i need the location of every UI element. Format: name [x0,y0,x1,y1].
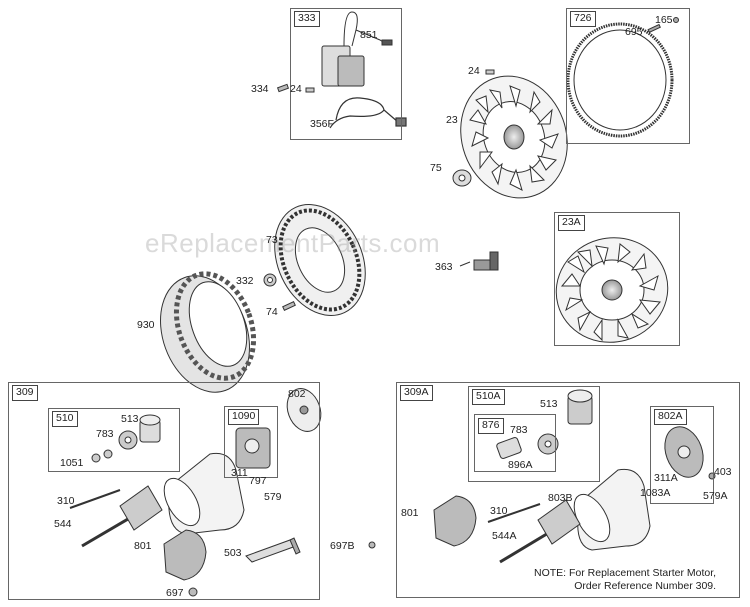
gear-783-right [537,433,559,455]
box-label-510: 510 [52,411,78,427]
part-332: 332 [236,275,254,287]
part-930: 930 [137,319,155,331]
ring-gear-726 [566,22,674,138]
pin-24a [305,87,315,93]
screw-695 [647,17,679,34]
frame-333 [290,8,402,140]
frame-309A [396,382,740,598]
part-403: 403 [714,466,732,478]
part-310: 310 [490,505,508,517]
part-803B: 803B [548,492,573,504]
housing-right [573,468,651,551]
part-801: 801 [134,540,152,552]
part-334: 334 [251,83,269,95]
part-363: 363 [435,261,453,273]
box-label-23A: 23A [558,215,585,231]
part-579A: 579A [703,490,728,502]
end-cap-801-right [433,495,477,547]
gear-783 [118,430,138,450]
part-356F: 356F [310,118,334,130]
part-503: 503 [224,547,242,559]
nut-697B [368,541,376,549]
part-783: 783 [96,428,114,440]
end-cap-1090 [235,427,271,469]
flywheel-23A [555,237,669,343]
part-24: 24 [290,83,302,95]
screw-74 [282,300,296,312]
part-310: 310 [57,495,75,507]
part-783: 783 [510,424,528,436]
clip-1051 [91,449,113,463]
frame-876 [474,414,556,472]
part-165: 165 [655,14,673,26]
part-24: 24 [468,65,480,77]
box-label-1090: 1090 [228,409,260,425]
box-label-876: 876 [478,418,504,434]
nut-332 [263,273,277,287]
frame-510A [468,386,600,482]
part-544: 544 [54,518,72,530]
part-311: 311 [231,467,248,479]
part-75: 75 [430,162,442,174]
part-801: 801 [401,507,419,519]
pinion-896A [496,437,522,459]
armature-544A [487,499,581,564]
part-74: 74 [266,306,278,318]
part-579: 579 [264,491,282,503]
part-311A: 311A [654,472,678,484]
housing [163,452,245,535]
pinion-513 [139,414,161,443]
part-73: 73 [266,234,278,246]
box-label-510A: 510A [472,389,505,405]
frame-726 [566,8,690,144]
part-695: 695 [625,26,643,38]
part-513: 513 [121,413,139,425]
frame-309 [8,382,320,600]
part-513: 513 [540,398,558,410]
screw-334 [276,83,290,93]
rectifier-363 [459,251,499,271]
part-896A: 896A [508,459,533,471]
box-label-333: 333 [294,11,320,27]
part-1051: 1051 [60,457,84,469]
part-797: 797 [249,475,267,487]
part-697: 697 [166,587,184,599]
frame-23A [554,212,680,346]
frame-1090 [224,406,278,478]
end-cap-801 [163,529,207,581]
part-544A: 544A [492,530,517,542]
frame-510 [48,408,180,472]
note-line-2: Order Reference Number 309. [574,579,717,592]
part-23: 23 [446,114,458,126]
box-label-309: 309 [12,385,38,401]
part-1083A: 1083A [640,487,671,499]
replacement-note: NOTE: For Replacement Starter Motor, Ord… [534,567,716,592]
stator-73 [274,204,366,316]
box-label-309A: 309A [400,385,433,401]
nut-697 [188,587,198,597]
pinion-513-right [567,389,593,425]
ignition-armature [321,11,393,87]
part-851: 851 [360,29,378,41]
plate-802 [286,388,322,432]
part-802: 802 [288,388,306,400]
flywheel-23 [460,75,568,199]
box-label-802A: 802A [654,409,687,425]
frame-802A [650,406,714,504]
pin-24b [485,69,495,75]
box-label-726: 726 [570,11,596,27]
armature-544 [69,485,163,548]
end-cap-802A [664,426,704,478]
note-line-1: NOTE: For Replacement Starter Motor, [534,567,717,579]
washer-75 [452,169,472,187]
part-697B: 697B [330,540,355,552]
bracket-503 [245,537,301,563]
watermark: eReplacementParts.com [145,228,441,258]
magnet-ring-930 [160,271,257,393]
